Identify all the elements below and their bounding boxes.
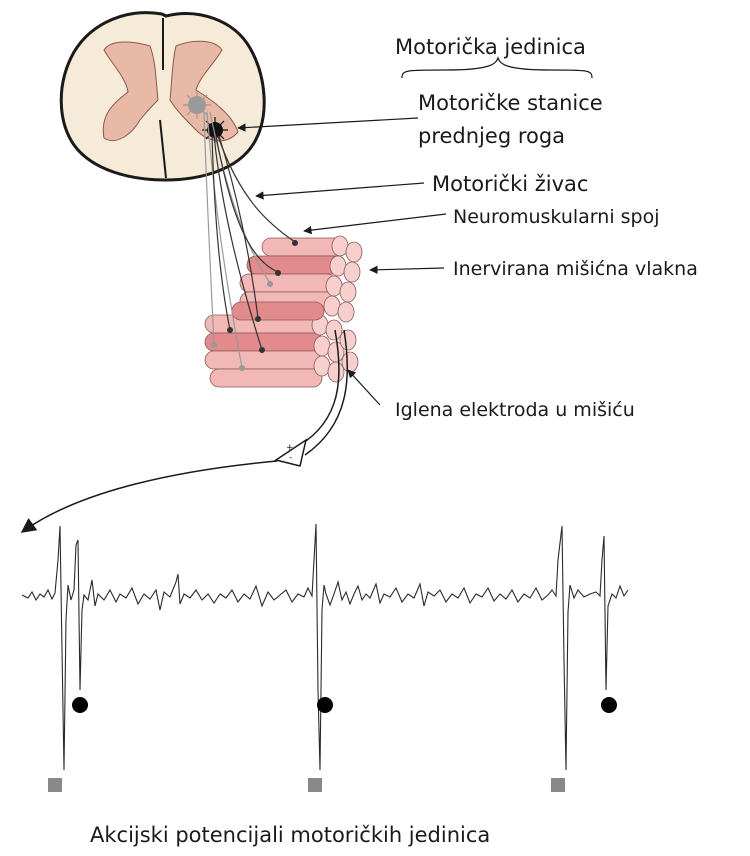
amplifier-minus: - (289, 453, 292, 463)
spinal-cord-cross-section (61, 13, 264, 180)
arrow-electrode (348, 370, 380, 405)
label-fibers: Inervirana mišićna vlakna (453, 257, 698, 281)
arrow-motor-nerve (256, 183, 424, 196)
marker-dot (72, 697, 88, 713)
arrow-fibers (370, 268, 444, 270)
emg-waveform (22, 524, 628, 770)
arrow-motor-cells (238, 118, 418, 128)
marker-dot (317, 697, 333, 713)
amplifier-plus: + (286, 443, 294, 453)
marker-square (48, 778, 62, 792)
emg-trace (22, 524, 628, 792)
muscle-fibers-lower (205, 315, 358, 387)
label-motor-cells-line1: Motoričke stanice (418, 90, 603, 116)
marker-dot (601, 697, 617, 713)
label-electrode: Iglena elektroda u mišiću (395, 398, 635, 422)
label-nmj: Neuromuskularni spoj (453, 205, 660, 229)
marker-square (308, 778, 322, 792)
label-motor-unit: Motorička jedinica (395, 34, 586, 60)
label-motor-nerve: Motorički živac (432, 171, 588, 197)
label-motor-cells-line2: prednjeg roga (418, 123, 565, 149)
signal-arrow (22, 461, 277, 532)
brace-motor-unit (402, 58, 592, 78)
arrow-nmj (304, 214, 446, 231)
marker-square (551, 778, 565, 792)
caption: Akcijski potencijali motoričkih jedinica (90, 822, 490, 848)
